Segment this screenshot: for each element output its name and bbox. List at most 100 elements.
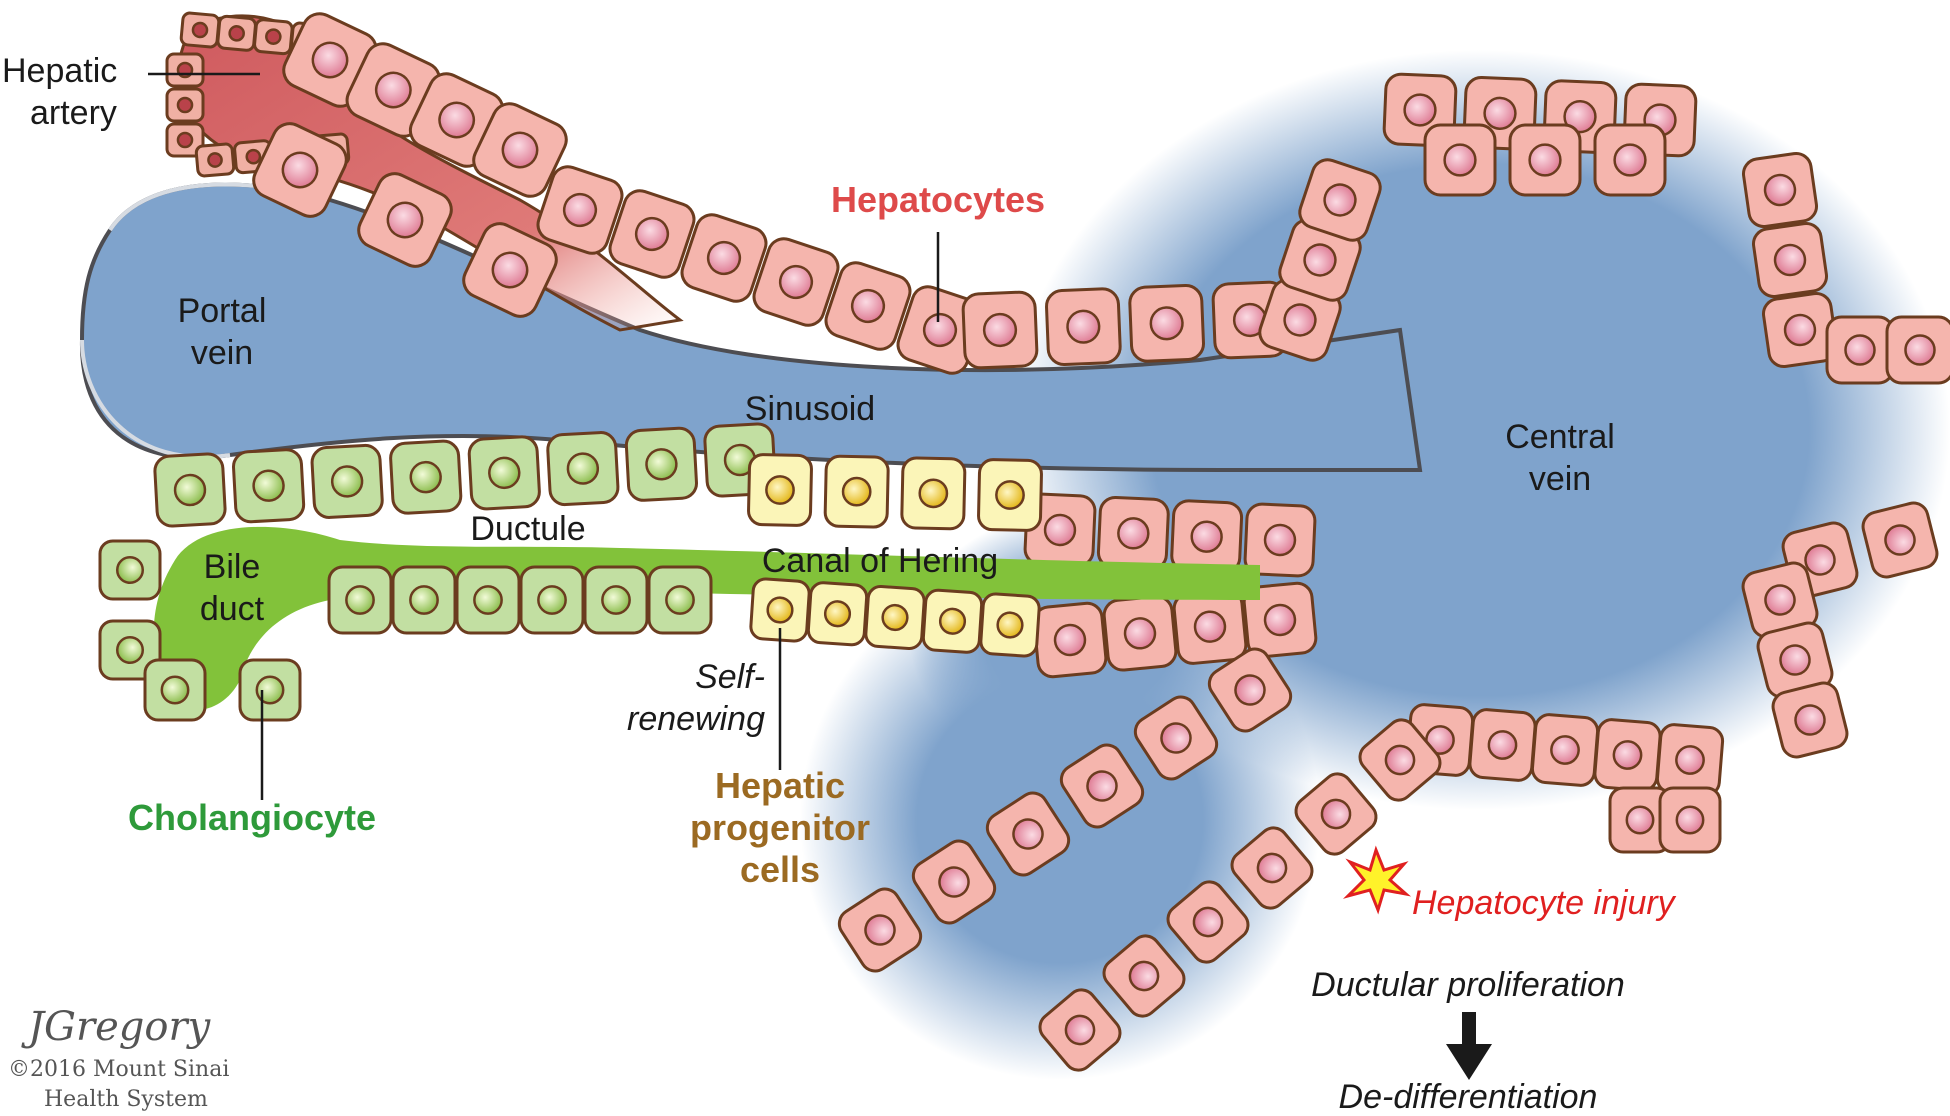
artery-wall-cell: [194, 142, 236, 178]
progenitor-cell: [977, 458, 1043, 532]
label-hpc-1: Hepatic: [715, 765, 845, 806]
hepatocyte-cell: [1278, 218, 1362, 302]
progenitor-cell: [747, 453, 813, 527]
hepatocyte-cell: [1102, 595, 1178, 672]
artery-wall-cell: [165, 87, 205, 123]
hepatocyte-cell: [1230, 826, 1314, 910]
cholangiocyte-cell: [546, 431, 620, 507]
hepatocyte-cell: [462, 222, 558, 318]
hepatocyte-cell: [1655, 723, 1725, 797]
label-central-vein-2: vein: [1529, 460, 1591, 498]
hepatocyte-cell: [357, 172, 453, 268]
label-self-renewing-2: renewing: [627, 700, 765, 738]
hepatocyte-cell: [1242, 581, 1318, 659]
cholangiocyte-cell: [389, 439, 463, 515]
hepatocyte-cell: [1166, 880, 1250, 964]
hepatocyte-cell: [1038, 988, 1122, 1072]
hepatocyte-cell: [1128, 284, 1205, 363]
hepatocyte-cell: [1170, 499, 1244, 575]
cholangiocyte-cell: [98, 619, 162, 681]
label-bile-duct-1: Bile: [204, 548, 261, 586]
progenitor-cell: [749, 577, 811, 643]
cholangiocyte-cell: [647, 565, 713, 635]
cholangiocyte-cell: [327, 565, 393, 635]
label-sinusoid: Sinusoid: [745, 390, 875, 428]
progenitor-cell: [979, 592, 1041, 658]
label-ductular-proliferation: Ductular proliferation: [1311, 966, 1625, 1004]
label-canal-of-hering: Canal of Hering: [762, 542, 998, 580]
progenitor-cell: [806, 581, 869, 647]
hepatocyte-cell: [1530, 713, 1600, 787]
cholangiocyte-cell: [143, 658, 207, 722]
hepatocyte-cell: [961, 290, 1039, 370]
hepatocyte-cell: [752, 237, 840, 327]
hepatocyte-cell: [1423, 123, 1497, 197]
hepatocyte-cell: [1751, 221, 1829, 299]
label-cholangiocyte: Cholangiocyte: [128, 797, 376, 838]
artery-wall-cell: [165, 122, 205, 158]
cholangiocyte-cell: [238, 658, 302, 722]
hepatocyte-cell: [1885, 315, 1950, 385]
hepatocyte-cell: [1207, 647, 1293, 733]
artery-wall-cell: [179, 11, 221, 49]
cholangiocyte-cell: [232, 448, 306, 524]
hepatocyte-cell: [1593, 718, 1662, 792]
progenitor-cell: [823, 454, 890, 529]
hepatocyte-cell: [1771, 681, 1849, 759]
cholangiocyte-cell: [583, 565, 649, 635]
cholangiocyte-cell: [624, 426, 698, 502]
cholangiocyte-cell: [519, 565, 585, 635]
hepatocyte-cell: [472, 102, 568, 198]
cholangiocyte-cell: [467, 435, 541, 511]
hepatocyte-cell: [1045, 287, 1122, 366]
hepatocyte-cell: [1032, 601, 1108, 679]
hepatocyte-layers: [252, 12, 1950, 1072]
cholangiocyte-cell: [391, 565, 457, 635]
hepatocyte-cell: [608, 189, 696, 279]
hepatocyte-cell: [1508, 123, 1582, 197]
hepatocyte-cell: [824, 261, 912, 351]
hepatocyte-cell: [837, 887, 923, 973]
bile-duct-system: [98, 422, 1261, 722]
hepatocyte-cell: [1468, 708, 1537, 782]
progenitor-cell: [864, 585, 926, 650]
hepatocyte-cell: [1658, 786, 1722, 854]
hepatocyte-cell: [536, 165, 624, 255]
hepatocyte-cell: [1258, 278, 1342, 362]
label-ductule: Ductule: [470, 510, 585, 548]
hepatocyte-cell: [1133, 695, 1219, 781]
hepatocyte-cell: [911, 839, 997, 925]
down-arrow-icon: [1446, 1012, 1492, 1080]
hepatocyte-cell: [1096, 495, 1170, 571]
labels: Hepatic artery Hepatocytes Portal vein S…: [2, 52, 1677, 1116]
label-hepatocyte-injury: Hepatocyte injury: [1412, 884, 1677, 922]
hepatocyte-cell: [985, 791, 1071, 877]
artery-wall-cell: [253, 18, 294, 56]
artery-wall-cell: [165, 52, 205, 88]
cholangiocyte-cell: [98, 539, 162, 601]
hepatocyte-cell: [896, 285, 984, 375]
hepatocyte-cell: [1861, 501, 1939, 579]
hepatocyte-cell: [1102, 934, 1186, 1018]
label-hepatic-artery-1: Hepatic: [2, 52, 117, 90]
label-self-renewing-1: Self-: [695, 658, 765, 696]
cholangiocyte-cell: [455, 565, 521, 635]
label-hpc-2: progenitor: [690, 807, 870, 848]
hepatocyte-cell: [1059, 743, 1145, 829]
label-hepatocytes: Hepatocytes: [831, 179, 1045, 220]
injury-star-icon: [1342, 845, 1412, 915]
hepatocyte-cell: [1593, 123, 1667, 197]
leader-lines: [148, 72, 940, 800]
hepatocyte-cell: [1298, 158, 1382, 242]
copyright-line-1: ©2016 Mount Sinai: [8, 1057, 229, 1082]
label-portal-vein-2: vein: [191, 334, 253, 372]
hepatocyte-cell: [1741, 151, 1819, 229]
label-bile-duct-2: duct: [200, 590, 265, 628]
cholangiocyte-cell: [153, 452, 227, 528]
hepatocyte-cell: [1608, 786, 1672, 854]
hepatocyte-cell: [252, 122, 348, 218]
label-hpc-3: cells: [740, 849, 820, 890]
label-central-vein-1: Central: [1505, 418, 1615, 456]
hepatocyte-cell: [680, 213, 768, 303]
